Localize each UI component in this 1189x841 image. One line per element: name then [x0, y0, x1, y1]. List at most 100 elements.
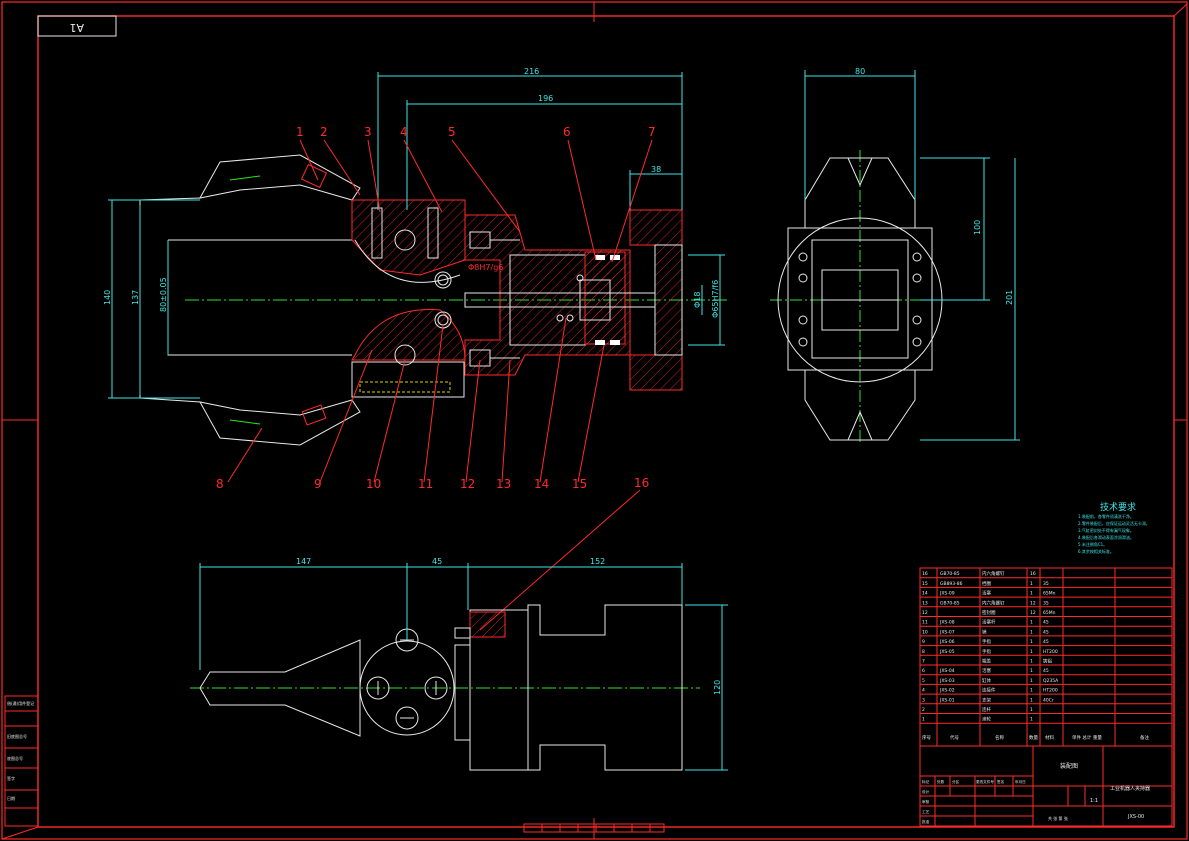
tb-sign-3: 更改文件号: [976, 779, 994, 784]
bom-cell-no: 1: [922, 717, 925, 723]
bom-cell-code: JXS-01: [939, 697, 955, 703]
tb-project: 工业机器人夹持器: [1110, 785, 1150, 792]
leader-numbers: 1 2 3 4 5 6 7 8 9 10 11 12 13 14 15 16: [216, 125, 656, 491]
front-dimensions: 216 196 38 140 137 80±0.05 Φ8H7/g6 Φ65H7…: [103, 67, 725, 399]
title-block: 装配图 工业机器人夹持器 1:1 JXS-00 标记 处数 分区 更改文件号 签…: [919, 745, 1173, 827]
sheet-inner-border: [37, 15, 1175, 828]
bom-cell-name: 销: [982, 628, 987, 635]
dim-top-152: 152: [590, 557, 605, 566]
bom-cell-name: 挡圈: [982, 580, 991, 587]
bom-cell-no: 3: [922, 697, 925, 703]
tb-scale: 1:1: [1090, 798, 1098, 804]
bom-cell-name: 连杆: [982, 706, 991, 713]
lower-finger: [199, 399, 361, 446]
notes-title: 技术要求: [1100, 501, 1136, 513]
bom-cell-name: 支架: [982, 696, 991, 703]
bom-cell-mat: HT200: [1043, 688, 1058, 694]
bom-cell-qty: 1: [1030, 707, 1033, 713]
bom-cell-code: JXS-07: [939, 629, 955, 635]
bom-cell-qty: 1: [1030, 620, 1033, 626]
bom-cell-mat: 45: [1043, 620, 1049, 626]
technical-notes: 技术要求 1.装配前，各零件须清洗干净。 2.零件装配后，应保证运动灵活无卡滞。…: [1078, 501, 1150, 554]
bom-cell-name: 手指: [982, 638, 991, 645]
bom-cell-qty: 12: [1030, 610, 1036, 616]
bom-cell-no: 6: [922, 668, 925, 674]
bom-cell-qty: 1: [1030, 581, 1033, 587]
bom-cell-mat: 45: [1043, 639, 1049, 645]
bom-cell-qty: 1: [1030, 629, 1033, 635]
bom-cell-no: 13: [922, 600, 928, 606]
leader-2: 2: [320, 125, 328, 139]
notes-line-1: 2.零件装配后，应保证运动灵活无卡滞。: [1078, 520, 1150, 526]
leader-11: 11: [418, 477, 433, 491]
bom-header-no: 序号: [922, 734, 931, 741]
bom-header-name: 名称: [995, 734, 1004, 741]
leader-14: 14: [534, 477, 549, 491]
notes-line-0: 1.装配前，各零件须清洗干净。: [1078, 513, 1134, 519]
dim-bore: Φ65H7/f6: [711, 280, 720, 318]
bom-cell-name: 活塞: [982, 590, 991, 597]
notes-line-5: 6.其余按相关标准。: [1078, 548, 1114, 554]
bom-cell-mat: 35: [1043, 600, 1049, 606]
tb-sign-2: 分区: [952, 779, 960, 784]
bom-cell-name: 活塞杆: [982, 619, 996, 626]
dim-top-120: 120: [713, 680, 722, 695]
bom-cell-mat: 40Cr: [1043, 697, 1054, 703]
leader-6: 6: [563, 125, 571, 139]
leader-12: 12: [460, 477, 475, 491]
bom-cell-qty: 1: [1030, 649, 1033, 655]
bom-cell-qty: 12: [1030, 600, 1036, 606]
bom-cell-code: GB893-86: [940, 581, 963, 587]
strip-label-3: 签字: [7, 775, 15, 781]
top-view: 147 45 152 120: [190, 557, 728, 771]
dim-side-100: 100: [973, 220, 982, 235]
bottom-scale-ruler: [523, 823, 665, 833]
bom-cell-name: 内六角螺钉: [982, 599, 1005, 606]
dim-rod: Φ18: [693, 292, 702, 308]
bom-cell-code: JXS-03: [939, 678, 955, 684]
leader-13: 13: [496, 477, 511, 491]
leader-1: 1: [296, 125, 304, 139]
bom-cell-qty: 1: [1030, 688, 1033, 694]
bom-header-weight: 单件 总计 重量: [1072, 734, 1102, 741]
upper-link-block: [351, 199, 466, 276]
strip-label-2: 底图总号: [7, 755, 23, 761]
format-label: A1: [69, 21, 84, 34]
leader-lines: [227, 139, 653, 631]
dim-side-201: 201: [1005, 290, 1014, 305]
strip-label-0: 借(通)用件登记: [7, 700, 34, 706]
left-side-strip: 借(通)用件登记 旧底图总号 底图总号 签字 日期: [4, 695, 39, 827]
strip-label-1: 旧底图总号: [7, 733, 27, 739]
bom-cell-code: JXS-06: [939, 639, 955, 645]
bom-cell-name: 密封圈: [982, 609, 996, 616]
bom-cell-name: 端盖: [982, 658, 991, 665]
bom-cell-no: 16: [922, 571, 928, 577]
dim-top-147: 147: [296, 557, 311, 566]
leader-3: 3: [364, 125, 372, 139]
tb-role-1: 审核: [922, 799, 930, 804]
notes-line-4: 5.未注倒角C1。: [1078, 541, 1107, 547]
side-view: 80 100 201: [770, 67, 1020, 445]
bom-cell-mat: 45: [1043, 668, 1049, 674]
dim-80: 80±0.05: [159, 277, 168, 312]
bom-cell-mat: 铸铝: [1043, 658, 1052, 665]
bom-header-mat: 材料: [1045, 734, 1054, 741]
leader-9: 9: [314, 477, 322, 491]
strip-label-4: 日期: [7, 795, 15, 801]
dim-137: 137: [131, 290, 140, 305]
upper-finger: [199, 154, 361, 201]
bom-cell-no: 5: [922, 678, 925, 684]
tb-sign-4: 签名: [997, 779, 1005, 784]
bom-cell-mat: 45: [1043, 629, 1049, 635]
tb-sign-1: 处数: [937, 779, 945, 784]
bom-header-qty: 数量: [1029, 734, 1038, 741]
tb-bottom-row: 共 张 第 张: [1048, 815, 1068, 821]
piston: [584, 251, 626, 345]
bom-cell-qty: 1: [1030, 697, 1033, 703]
bom-cell-qty: 1: [1030, 659, 1033, 665]
leader-5: 5: [448, 125, 456, 139]
tb-sign-5: 年月日: [1015, 779, 1026, 784]
tb-role-0: 设计: [922, 789, 930, 794]
leader-15: 15: [572, 477, 587, 491]
